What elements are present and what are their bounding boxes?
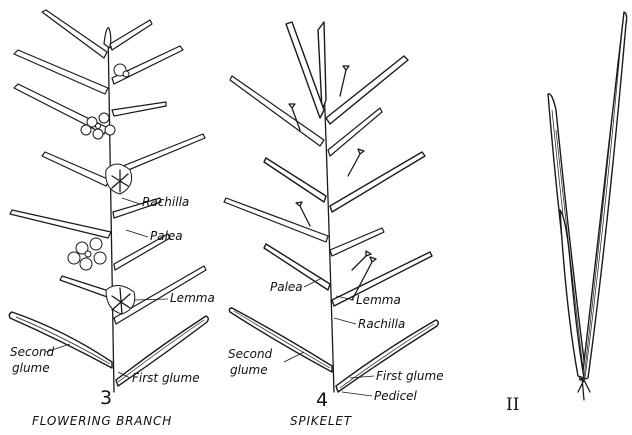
figure-number: II [506, 395, 519, 415]
figure-number: 4 [316, 389, 328, 411]
label-lemma: Lemma [356, 293, 401, 307]
label-rachilla: Rachilla [358, 317, 405, 331]
label-first-glume: First glume [376, 369, 444, 383]
figure-number: 3 [100, 387, 112, 409]
figure-caption: FLOWERING BRANCH [32, 414, 172, 428]
spikelet-drawing [224, 22, 438, 396]
label-palea: Palea [270, 280, 303, 294]
figure-caption: SPIKELET [290, 414, 353, 428]
label-second-glume-line2: glume [12, 361, 50, 375]
label-palea: Palea [150, 229, 183, 243]
flower-icon [68, 238, 106, 270]
label-rachilla: Rachilla [142, 195, 189, 209]
label-lemma: Lemma [170, 291, 215, 305]
figure-ii-labels: II [506, 395, 519, 415]
closed-spikelet-drawing [548, 12, 627, 400]
flower-icon [106, 164, 132, 194]
label-second-glume-line2: glume [230, 363, 268, 377]
label-second-glume-line1: Second [228, 347, 273, 361]
label-pedicel: Pedicel [374, 389, 418, 403]
label-first-glume: First glume [132, 371, 200, 385]
label-second-glume-line1: Second [10, 345, 55, 359]
